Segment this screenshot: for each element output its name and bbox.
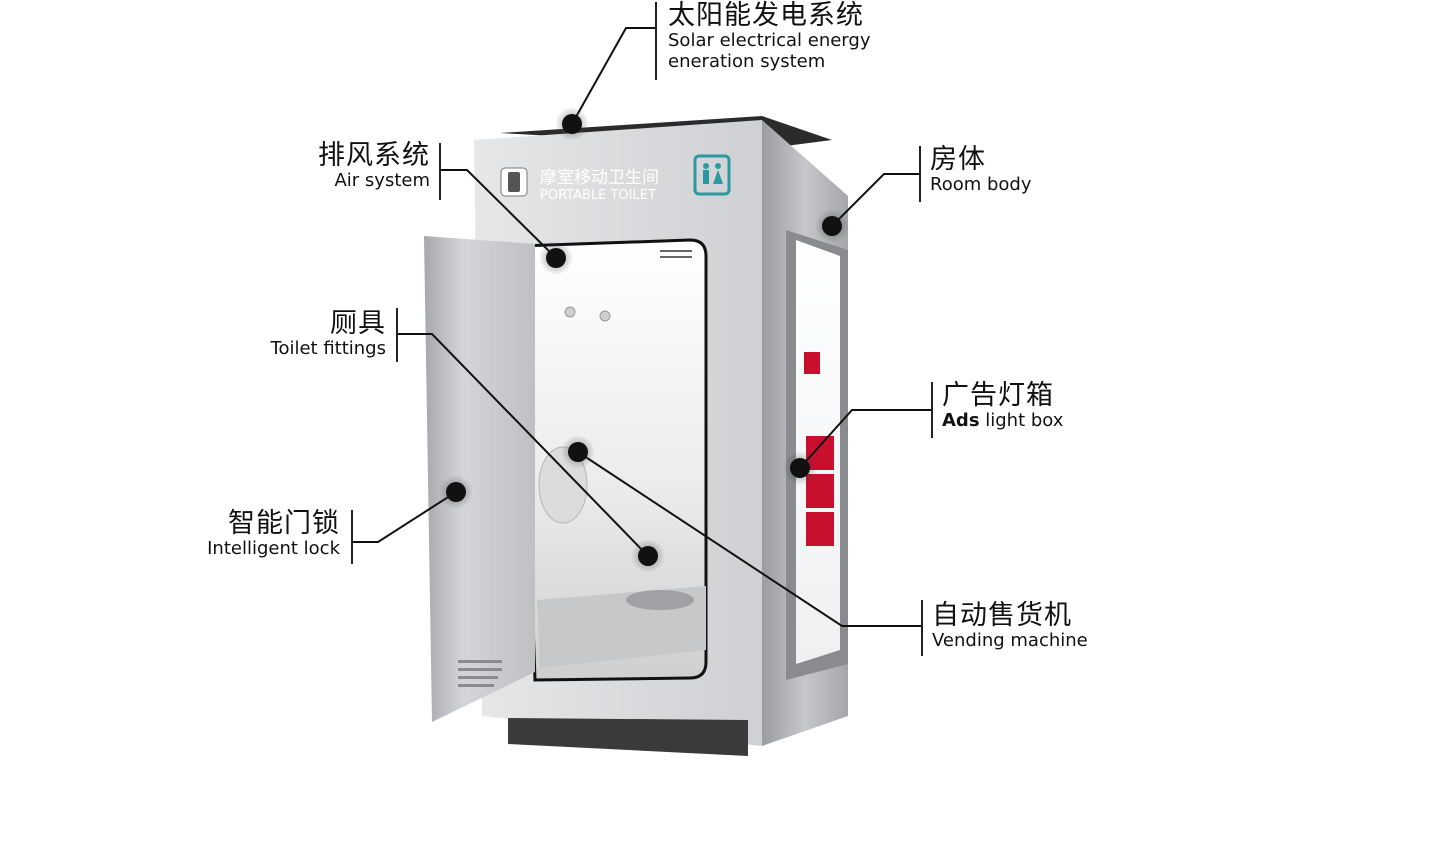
- callout-solar-en-line2: eneration system: [668, 50, 826, 72]
- leader-room: [831, 173, 920, 227]
- brand-name-en: PORTABLE TOILET: [540, 188, 656, 203]
- callout-lock-en: Intelligent lock: [207, 538, 340, 560]
- brand-name-cn: 摩室移动卫生间: [540, 168, 659, 188]
- bar-lock: [351, 510, 353, 564]
- bar-fittings: [396, 308, 398, 362]
- callout-vending-cn: 自动售货机: [932, 600, 1072, 631]
- callout-air: 排风系统 Air system: [300, 140, 430, 192]
- dot-ads: [783, 451, 817, 485]
- wall-fixture-2: [599, 310, 611, 322]
- squat-toilet: [626, 590, 694, 610]
- callout-vending: 自动售货机 Vending machine: [932, 600, 1088, 652]
- bar-room: [919, 146, 921, 202]
- leader-solar: [571, 27, 656, 125]
- callout-solar: 太阳能发电系统 Solar electrical energy eneratio…: [668, 0, 870, 72]
- callout-solar-cn: 太阳能发电系统: [668, 0, 864, 31]
- dot-air: [539, 241, 573, 275]
- leader-fittings: [397, 333, 649, 557]
- callout-ads-cn: 广告灯箱: [942, 380, 1054, 411]
- callout-room: 房体 Room body: [930, 144, 1032, 196]
- callout-dots: [439, 107, 849, 573]
- callout-ads-en-bold: Ads: [942, 410, 980, 432]
- callout-ads-en-rest: light box: [979, 410, 1064, 432]
- interior: [518, 238, 708, 682]
- callout-ads: 广告灯箱 Ads light box: [942, 380, 1063, 432]
- callout-lock: 智能门锁 Intelligent lock: [186, 508, 340, 560]
- restroom-people-icon: [703, 163, 723, 184]
- leader-lines: [352, 27, 932, 627]
- leader-lock: [352, 491, 457, 543]
- wall-fixture-1: [564, 306, 576, 318]
- vent-grille: [660, 250, 692, 258]
- dot-solar: [555, 107, 589, 141]
- callout-air-cn: 排风系统: [318, 140, 430, 171]
- dot-room: [815, 209, 849, 243]
- callout-room-cn: 房体: [930, 144, 986, 175]
- dot-vending: [561, 435, 595, 469]
- door: [424, 236, 535, 722]
- restroom-sign: [693, 154, 731, 196]
- bar-ads: [931, 382, 933, 438]
- ad-red-banner: [804, 352, 820, 374]
- callout-fittings-cn: 厕具: [330, 308, 386, 339]
- ad-red-tab-3: [806, 512, 834, 546]
- leader-air: [440, 169, 557, 259]
- bar-vending: [921, 600, 923, 656]
- dot-lock: [439, 475, 473, 509]
- base: [508, 718, 748, 756]
- callout-fittings-en: Toilet fittings: [270, 338, 386, 360]
- callout-room-en: Room body: [930, 174, 1032, 196]
- leader-ads: [799, 409, 932, 469]
- bar-solar: [655, 2, 657, 80]
- leader-vending: [577, 451, 922, 627]
- callout-lock-cn: 智能门锁: [228, 508, 340, 539]
- callout-vending-en: Vending machine: [932, 630, 1088, 652]
- callout-ads-en: Ads light box: [942, 410, 1064, 432]
- door-vent-holes: [458, 660, 502, 687]
- bar-air: [439, 143, 441, 200]
- callout-solar-en: Solar electrical energy: [668, 30, 871, 52]
- callout-fittings: 厕具 Toilet fittings: [236, 308, 386, 360]
- callout-air-en: Air system: [334, 170, 430, 192]
- dot-fittings: [631, 539, 665, 573]
